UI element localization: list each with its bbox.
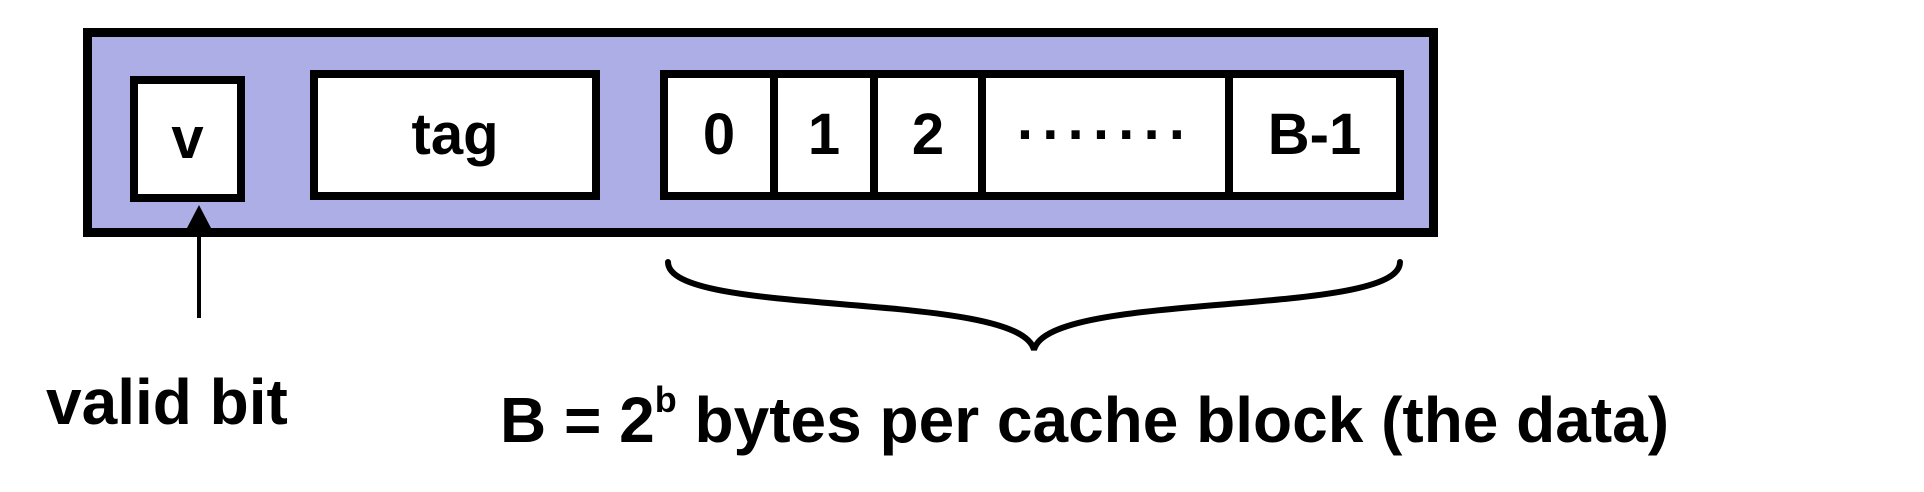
valid-field: v bbox=[130, 76, 245, 202]
byte-cell-last: B-1 bbox=[1267, 102, 1362, 167]
byte-cell-2: 2 bbox=[878, 78, 986, 192]
block-size-label: B = 2b bytes per cache block (the data) bbox=[500, 382, 1669, 453]
block-size-exponent: b bbox=[654, 379, 677, 420]
byte-cell-0: 0 bbox=[668, 78, 778, 192]
data-block: 0 1 2 ······· B-1 bbox=[660, 70, 1404, 200]
valid-bit-label: valid bit bbox=[46, 366, 288, 438]
tag-field: tag bbox=[310, 70, 600, 200]
valid-bit-arrow-head bbox=[187, 205, 211, 228]
byte-cell-1: 1 bbox=[778, 78, 878, 192]
data-block-brace bbox=[665, 259, 1403, 352]
valid-field-label: v bbox=[171, 106, 204, 171]
byte-cell-ellipsis: ······· bbox=[986, 78, 1233, 192]
block-size-prefix: B = 2 bbox=[500, 384, 655, 456]
block-size-suffix: bytes per cache block (the data) bbox=[676, 384, 1670, 456]
tag-field-label: tag bbox=[411, 102, 499, 167]
